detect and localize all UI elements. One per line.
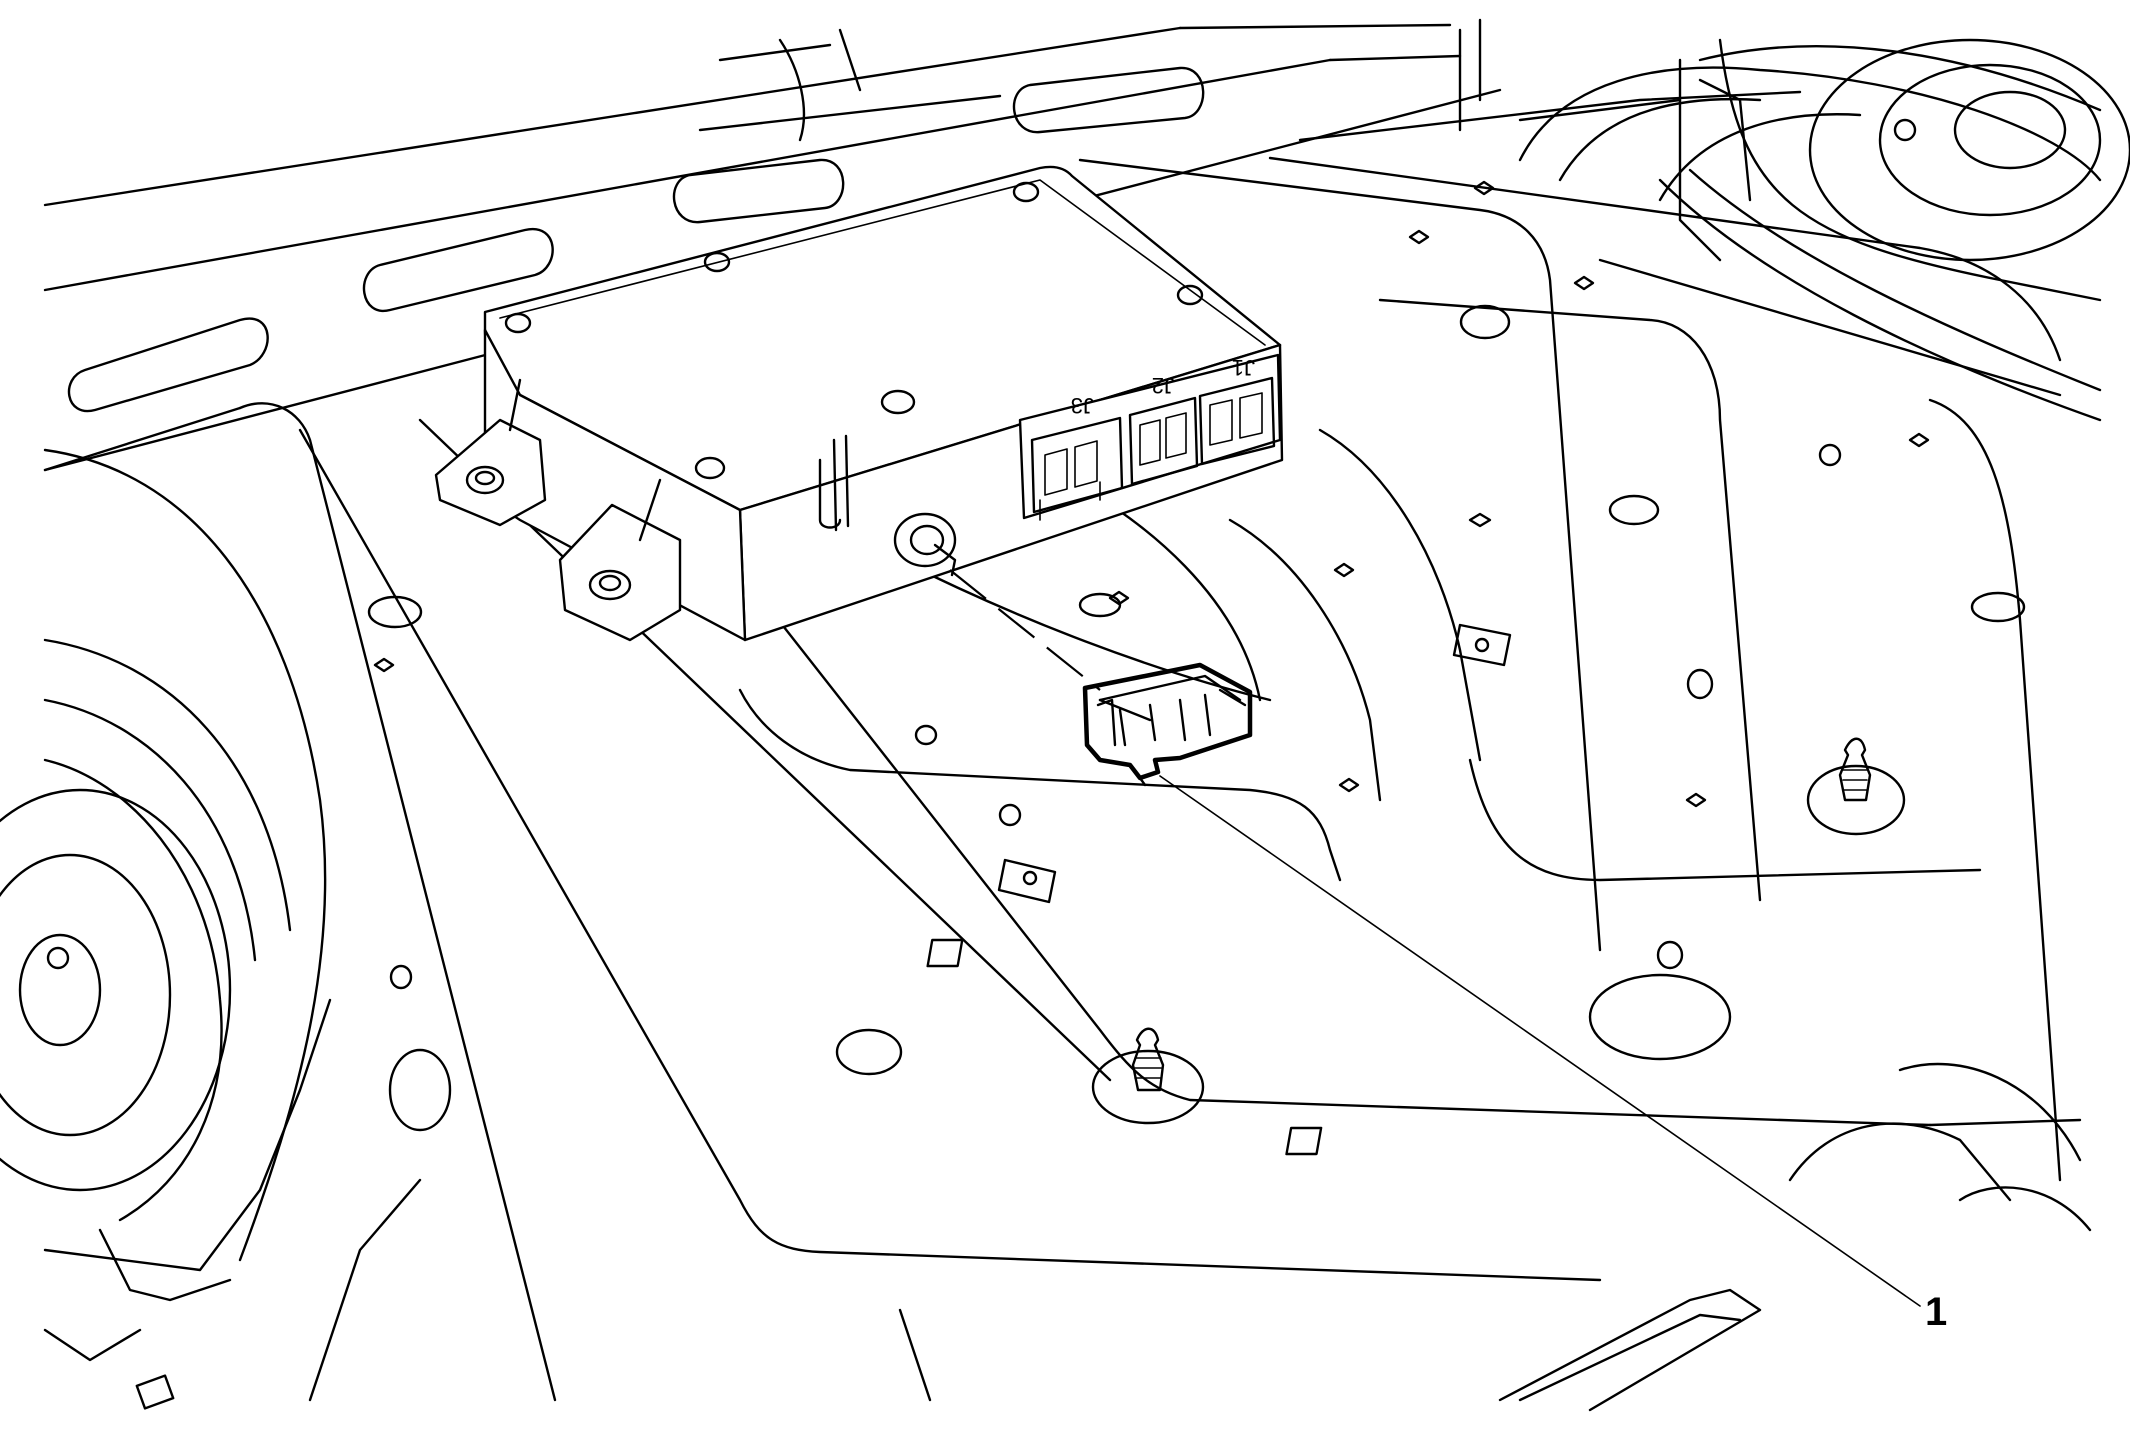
connector-label-j2: J2 xyxy=(1152,373,1175,398)
connector-label-j1: J1 xyxy=(1232,355,1255,380)
right-speaker xyxy=(1458,18,2130,422)
module-connector-bank xyxy=(1018,353,1282,521)
floor-tub-outline xyxy=(43,156,2062,1402)
antenna-cable-connector xyxy=(949,569,1253,787)
shelf-slots xyxy=(67,66,1205,413)
callout-1: 1 xyxy=(1159,775,1947,1334)
lower-right-floor-details xyxy=(898,1062,2092,1412)
left-speaker xyxy=(0,448,452,1410)
control-module xyxy=(434,165,1284,642)
callout-label-1: 1 xyxy=(1925,1290,1947,1334)
push-pin-fastener-center xyxy=(1091,1027,1205,1125)
push-pin-fastener-right xyxy=(1806,737,1906,836)
connector-label-j3: J3 xyxy=(1071,393,1094,418)
floor-holes xyxy=(367,180,2026,1156)
